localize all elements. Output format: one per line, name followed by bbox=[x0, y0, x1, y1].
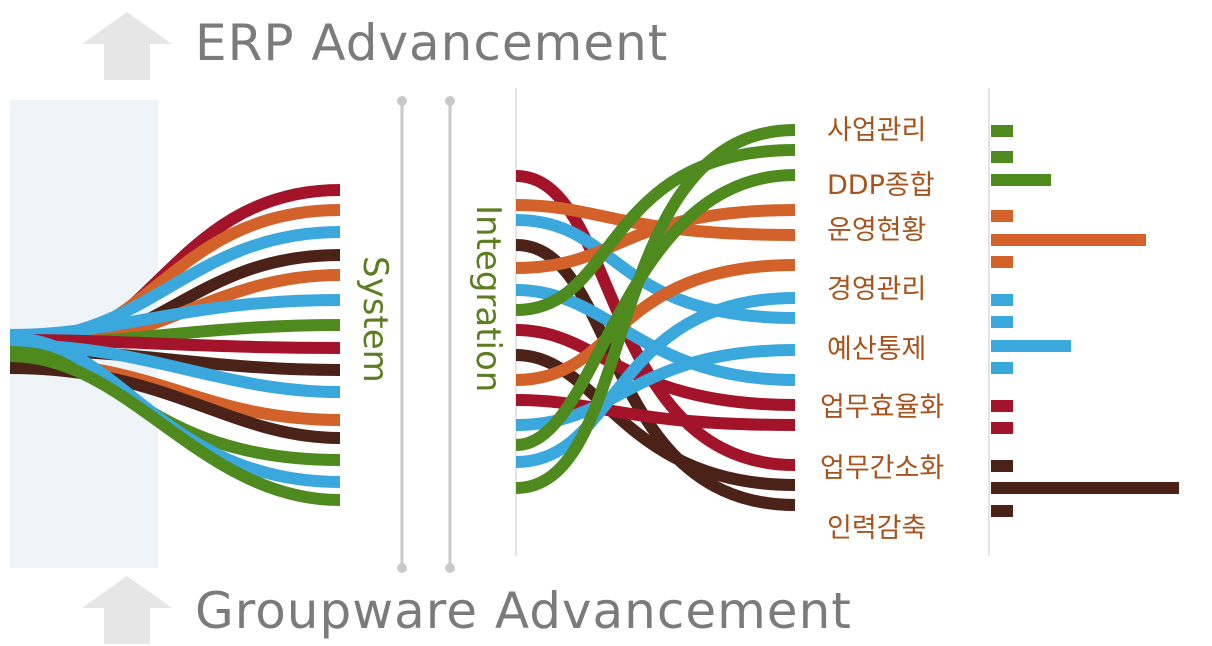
flow-line bbox=[515, 124, 796, 494]
separator-bars bbox=[397, 96, 455, 573]
up-arrow-icon bbox=[82, 12, 172, 80]
bar bbox=[991, 482, 1179, 494]
system-label: System bbox=[355, 256, 395, 383]
flow-line bbox=[515, 239, 796, 511]
flow-line bbox=[9, 350, 341, 506]
flow-line bbox=[515, 214, 796, 324]
category-label: 경영관리 bbox=[827, 274, 927, 305]
bar bbox=[991, 422, 1013, 434]
flow-line bbox=[515, 169, 796, 451]
bar bbox=[991, 316, 1013, 328]
bar bbox=[991, 125, 1013, 137]
bar bbox=[991, 460, 1013, 472]
category-label: DDP종합 bbox=[827, 170, 935, 201]
bar bbox=[991, 362, 1013, 374]
bar bbox=[991, 340, 1071, 352]
erp-advancement-title: ERP Advancement bbox=[195, 14, 669, 72]
flow-line bbox=[515, 284, 796, 386]
category-label: 사업관리 bbox=[827, 115, 927, 146]
category-label: 업무효율화 bbox=[820, 392, 945, 423]
flow-line bbox=[515, 394, 796, 431]
category-label: 예산통제 bbox=[827, 334, 927, 365]
flow-line bbox=[515, 349, 796, 491]
flow-line bbox=[515, 199, 796, 241]
groupware-advancement-title: Groupware Advancement bbox=[195, 582, 852, 640]
category-bars bbox=[991, 125, 1179, 517]
flow-line bbox=[515, 292, 796, 468]
flow-line bbox=[515, 324, 796, 411]
bar bbox=[991, 256, 1013, 268]
integration-flows bbox=[515, 124, 796, 511]
bar bbox=[991, 174, 1051, 186]
flow-line bbox=[515, 144, 796, 316]
category-label: 운영현황 bbox=[827, 215, 927, 246]
system-fan bbox=[9, 184, 341, 506]
integration-label: Integration bbox=[468, 205, 508, 393]
flow-line bbox=[9, 294, 341, 341]
bar bbox=[991, 210, 1013, 222]
bar bbox=[991, 294, 1013, 306]
bar bbox=[991, 151, 1013, 163]
bar bbox=[991, 400, 1013, 412]
bar bbox=[991, 505, 1013, 517]
flow-line bbox=[515, 204, 796, 274]
category-label: 업무간소화 bbox=[820, 453, 945, 484]
category-label: 인력감축 bbox=[827, 513, 927, 544]
up-arrow-icon bbox=[82, 576, 172, 644]
bar bbox=[991, 234, 1146, 246]
